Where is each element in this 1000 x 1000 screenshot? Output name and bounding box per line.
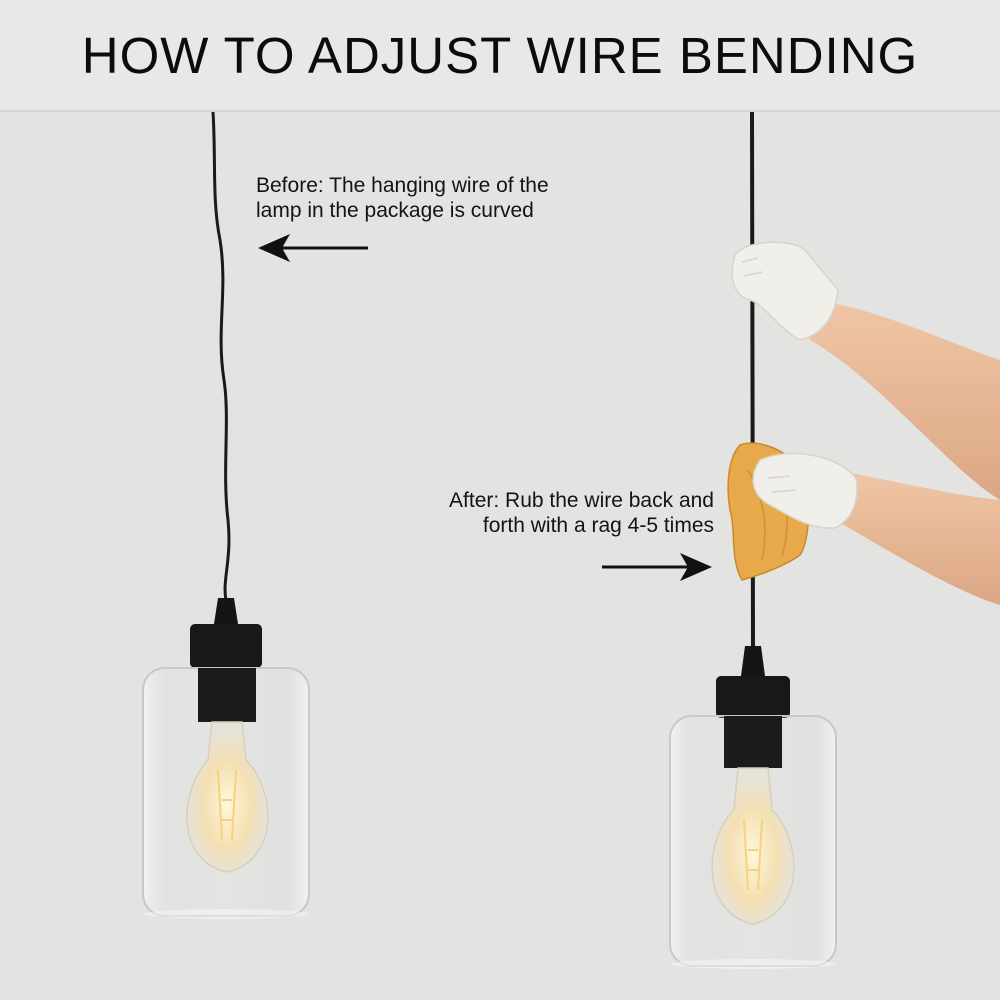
strain-relief (214, 598, 238, 624)
after-caption: After: Rub the wire back and forth with … (390, 488, 714, 538)
before-caption-line: Before: The hanging wire of the (256, 174, 549, 197)
left-lamp (142, 111, 310, 919)
bulb-filament (743, 819, 763, 891)
socket-cap (716, 676, 790, 718)
edison-bulb (711, 767, 795, 925)
socket-body (724, 716, 782, 768)
header-bar: HOW TO ADJUST WIRE BENDING (0, 0, 1000, 112)
curved-wire (211, 111, 231, 601)
after-caption-line: forth with a rag 4-5 times (482, 514, 714, 537)
upper-arm (800, 300, 1000, 500)
socket-cap (190, 624, 262, 668)
right-lamp (669, 111, 837, 969)
upper-hand (731, 241, 1000, 500)
lower-arm (835, 470, 1000, 605)
socket-body (198, 668, 256, 722)
upper-glove (731, 241, 839, 341)
lower-glove (752, 452, 858, 529)
lower-hand (727, 442, 1000, 605)
page-title: HOW TO ADJUST WIRE BENDING (81, 27, 919, 84)
strain-relief (741, 646, 765, 676)
edison-bulb (186, 721, 269, 873)
after-caption-line: After: Rub the wire back and (449, 489, 714, 512)
arrow-right-icon (602, 553, 712, 581)
before-caption-line: lamp in the package is curved (256, 199, 534, 222)
arrow-left-icon (258, 234, 368, 262)
before-caption: Before: The hanging wire of the lamp in … (256, 173, 549, 223)
bulb-filament (217, 769, 237, 841)
